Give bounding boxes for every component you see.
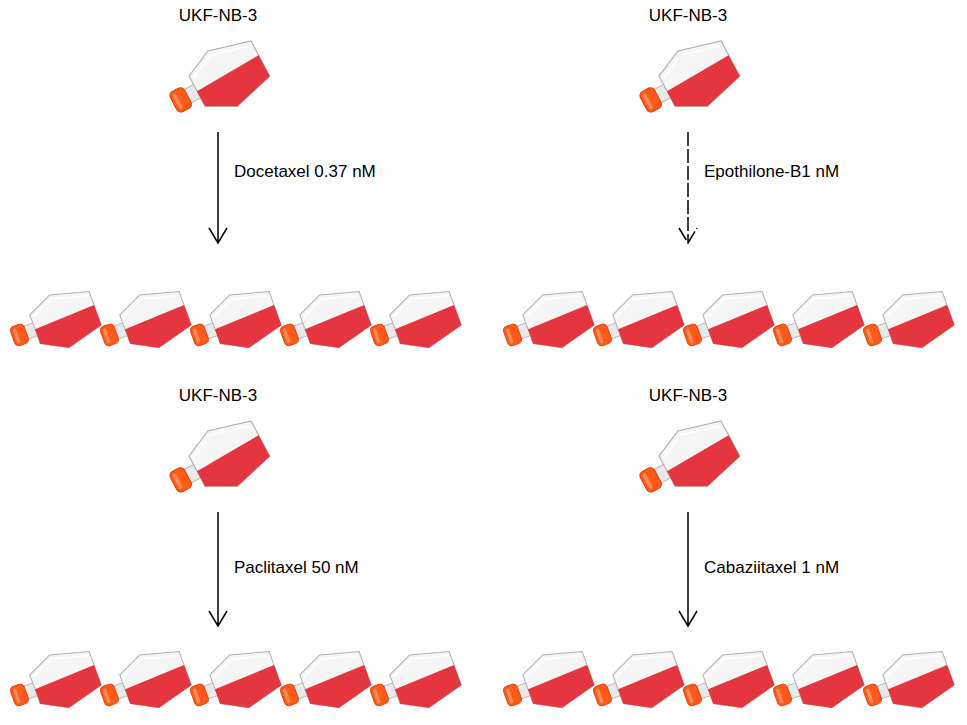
flask-row [496,642,957,725]
culture-flask [148,34,288,124]
culture-flask [363,282,464,365]
cell-line-label: UKF-NB-3 [175,6,261,26]
culture-flask [496,642,597,725]
culture-flask [363,642,464,725]
culture-flask [586,642,687,725]
parent-flask: UKF-NB-3 [618,386,758,504]
culture-flask [93,642,194,725]
treatment-arrow [209,512,227,626]
culture-flask [3,642,104,725]
flask-row [496,282,957,365]
culture-flask [586,282,687,365]
parent-flask: UKF-NB-3 [148,386,288,504]
drug-label: Epothilone-B1 nM [702,162,841,182]
culture-flask [183,282,284,365]
parent-flask: UKF-NB-3 [618,6,758,124]
cell-line-label: UKF-NB-3 [645,386,731,406]
culture-flask [159,34,275,124]
culture-flask [629,34,745,124]
culture-flask [159,414,275,504]
treatment-arrow [679,132,697,243]
culture-flask [766,642,867,725]
culture-flask [676,282,777,365]
culture-flask [766,282,867,365]
culture-flask [629,414,745,504]
culture-flask [273,642,374,725]
flask-row [3,282,464,365]
arrows [209,132,697,626]
treatment-arrow [679,512,697,626]
drug-label: Paclitaxel 50 nM [232,558,361,578]
drug-label: Cabaziitaxel 1 nM [702,558,841,578]
parent-flask: UKF-NB-3 [148,6,288,124]
culture-flask [183,642,284,725]
culture-flask [273,282,374,365]
drug-label: Docetaxel 0.37 nM [232,162,378,182]
culture-flask [148,414,288,504]
cell-line-label: UKF-NB-3 [645,6,731,26]
treatment-arrow [209,132,227,243]
culture-flask [618,34,758,124]
culture-flask [93,282,194,365]
culture-flask [856,642,957,725]
culture-flask [618,414,758,504]
culture-flask [676,642,777,725]
flask-row [3,642,464,725]
culture-flask [3,282,104,365]
culture-flask [496,282,597,365]
culture-flask [856,282,957,365]
cell-line-label: UKF-NB-3 [175,386,261,406]
